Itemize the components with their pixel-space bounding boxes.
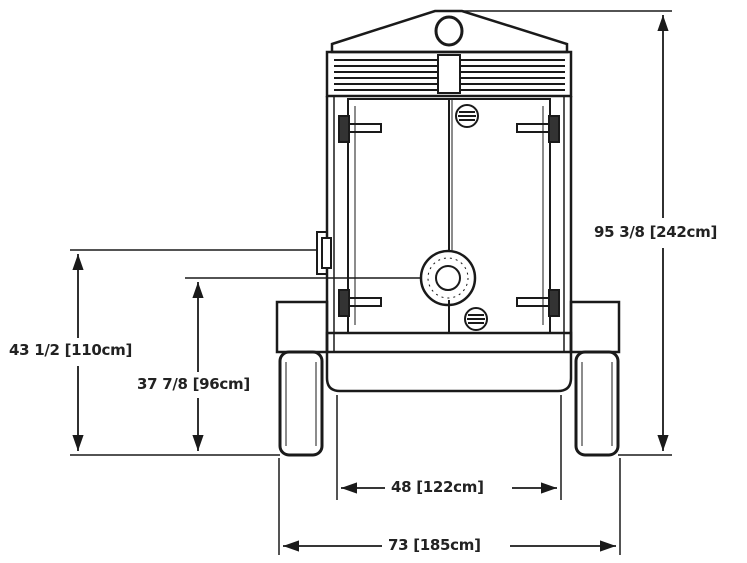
enclosure-body [325,96,573,352]
door-hinges [338,115,560,317]
outlet-flange-icon [419,249,477,307]
hitch-coupler [316,231,332,275]
tire-left [278,350,324,457]
overall-height-label: 95 3/8 [242cm] [591,223,721,241]
roof-pediment [330,9,569,54]
vent-icon [455,104,488,331]
dimension-lines [72,14,669,552]
axle-height-label: 37 7/8 [96cm] [134,375,253,393]
track-width-label: 48 [122cm] [388,478,487,496]
fender-right [569,300,621,354]
hitch-height-label: 43 1/2 [110cm] [6,341,136,359]
base-skid [325,331,573,393]
overall-width-label: 73 [185cm] [385,536,484,554]
fender-left [275,300,329,354]
tire-right [574,350,620,457]
extension-lines [70,10,672,555]
lifting-eye-icon [434,15,464,47]
louver-panel [325,50,573,98]
